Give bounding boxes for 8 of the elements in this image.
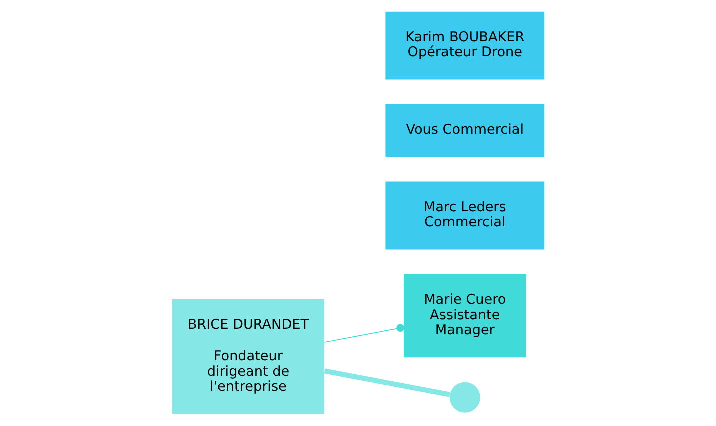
node-box: BRICE DURANDET Fondateur dirigeant de l'entreprise <box>172 299 324 414</box>
connector <box>324 368 450 398</box>
node-box: Vous Commercial <box>385 104 544 158</box>
node-box: Karim BOUBAKER Opérateur Drone <box>385 12 544 80</box>
connector <box>324 324 404 343</box>
node-circle <box>449 382 480 413</box>
node-box: Marie Cuero Assistante Manager <box>403 274 526 358</box>
node-box: Marc Leders Commercial <box>385 182 544 250</box>
